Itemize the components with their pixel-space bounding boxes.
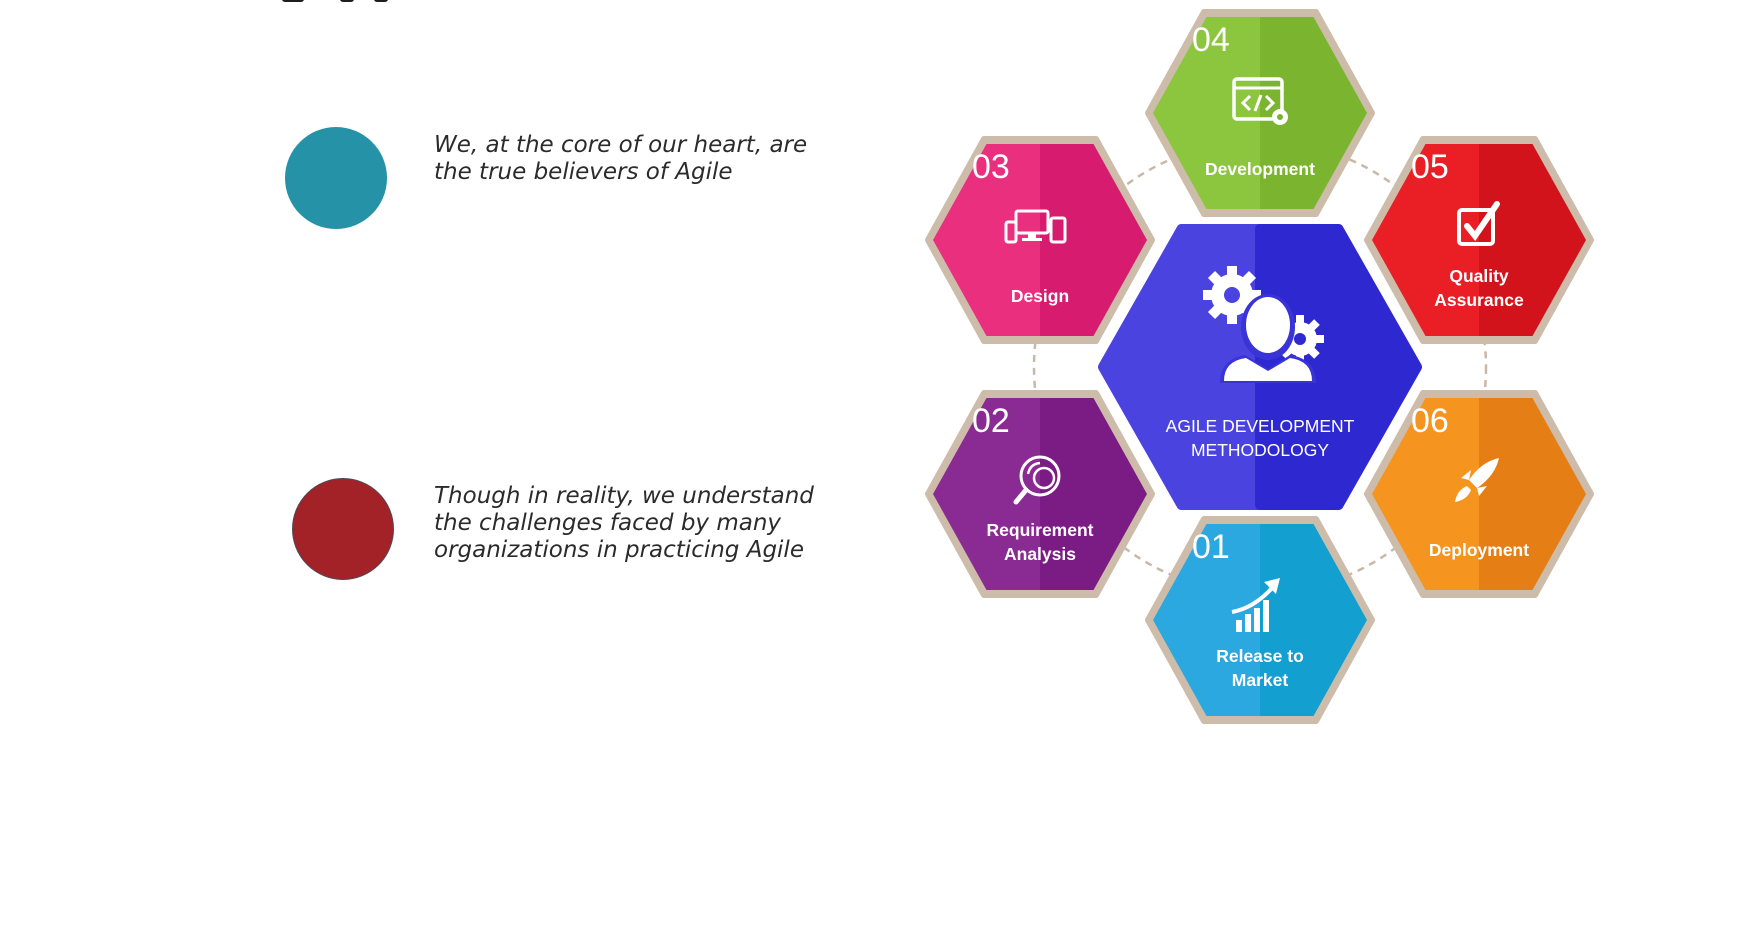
stage-hex-right	[1040, 144, 1147, 336]
stage-hex-left	[1153, 17, 1260, 209]
code-window-icon	[1232, 77, 1288, 125]
stage-number: 06	[1411, 402, 1449, 440]
stage-label-line1: Quality	[1449, 266, 1509, 286]
stage-hex-left	[1153, 524, 1260, 716]
devices-icon	[1004, 209, 1067, 244]
growth-chart-icon	[1231, 578, 1280, 632]
stage-number: 02	[972, 402, 1010, 440]
red-bullet-circle	[292, 478, 394, 580]
stage-hex-left	[933, 144, 1040, 336]
stage-hex-left	[1372, 398, 1479, 590]
rocket-icon	[1455, 458, 1499, 502]
statement-agile-believers: We, at the core of our heart, are the tr…	[434, 132, 808, 185]
stage-label-line1: Release to	[1216, 646, 1304, 666]
statement-agile-challenges: Though in reality, we understand the cha…	[434, 483, 814, 563]
diagram-svg: AGILE DEVELOPMENT METHODOLOGY 01Release …	[925, 9, 1594, 724]
center-hexagon: AGILE DEVELOPMENT METHODOLOGY	[1098, 224, 1422, 510]
stage-number: 05	[1411, 148, 1449, 186]
stage-hex-right	[1260, 524, 1367, 716]
stage-hex-right	[1479, 144, 1586, 336]
stage-number: 04	[1192, 21, 1230, 59]
center-label-line2: METHODOLOGY	[1191, 440, 1329, 460]
stage-hex-left	[1372, 144, 1479, 336]
center-hex-right-half	[1255, 224, 1422, 510]
stage-label-line2: Assurance	[1434, 290, 1524, 310]
people-gears-icon	[1203, 266, 1324, 383]
magnifier-icon	[1013, 455, 1061, 505]
stage-label-line1: Requirement	[987, 520, 1094, 540]
stage-label-line1: Development	[1205, 159, 1315, 179]
stage-label-line2: Analysis	[1004, 544, 1076, 564]
stage-hex-right	[1040, 398, 1147, 590]
stage-number: 01	[1192, 528, 1230, 566]
stage-number: 03	[972, 148, 1010, 186]
stage-label-line1: Design	[1011, 286, 1069, 306]
teal-bullet-circle	[285, 127, 387, 229]
stage-hex-right	[1479, 398, 1586, 590]
stage-hex-left	[933, 398, 1040, 590]
stage-label-line2: Market	[1232, 670, 1289, 690]
center-label-line1: AGILE DEVELOPMENT	[1166, 416, 1355, 436]
stage-hex-right	[1260, 17, 1367, 209]
stage-label-line1: Deployment	[1429, 540, 1529, 560]
checkbox-icon	[1457, 201, 1500, 246]
cropped-title-fragment	[280, 0, 410, 4]
